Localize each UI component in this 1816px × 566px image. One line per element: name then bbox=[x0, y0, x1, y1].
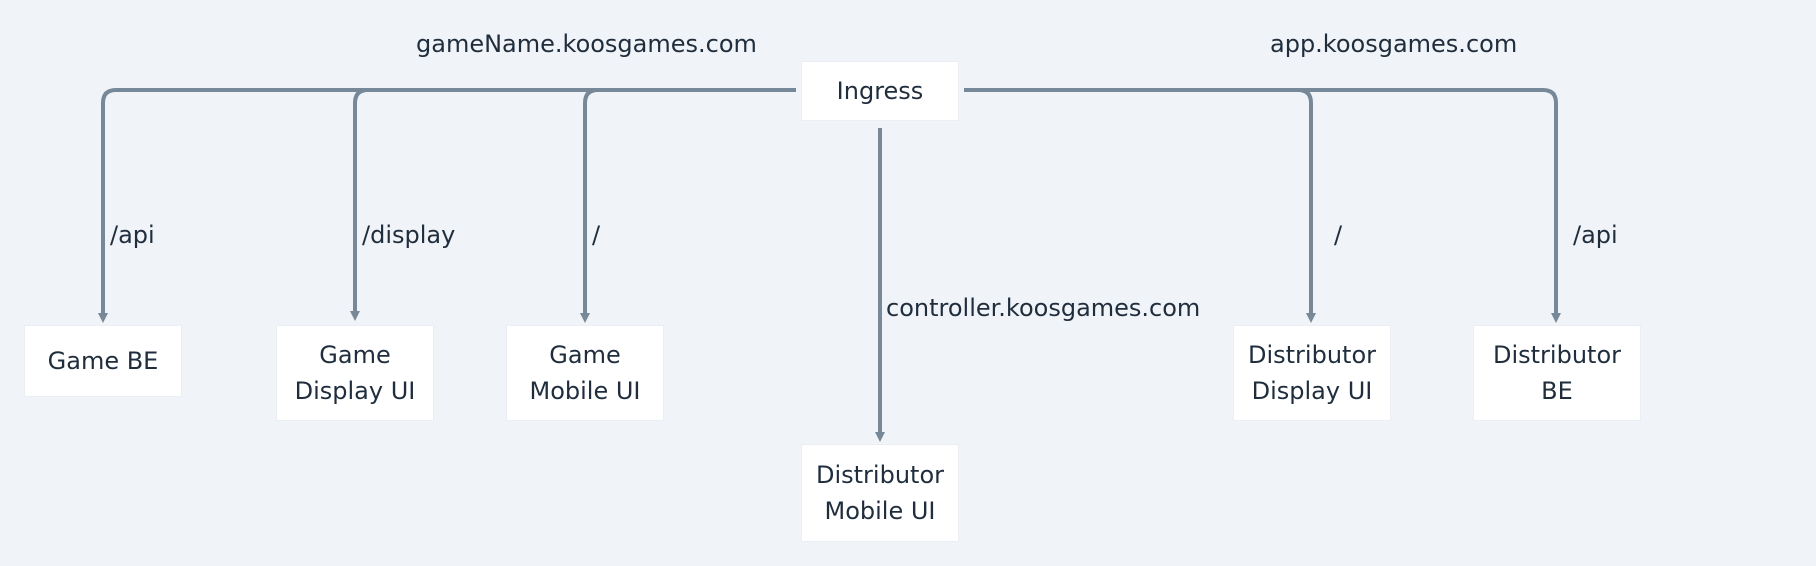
node-distributor-be-label: Distributor BE bbox=[1492, 341, 1621, 405]
node-game-be: Game BE bbox=[25, 326, 181, 396]
node-distributor-display-ui-label: Distributor Display UI bbox=[1247, 341, 1376, 405]
route-label-game-display: /display bbox=[362, 221, 456, 249]
node-distributor-mobile-ui: Distributor Mobile UI bbox=[802, 445, 958, 541]
node-game-be-label: Game BE bbox=[47, 347, 159, 375]
node-game-display-ui: Game Display UI bbox=[277, 326, 433, 420]
connector-ingress-distributor-display-ui bbox=[964, 88, 1316, 323]
node-distributor-display-ui: Distributor Display UI bbox=[1234, 326, 1390, 420]
route-label-game-api: /api bbox=[110, 221, 155, 249]
route-label-app-api: /api bbox=[1573, 221, 1618, 249]
connector-ingress-game-be bbox=[98, 88, 796, 323]
node-game-display-ui-label: Game Display UI bbox=[294, 341, 416, 405]
node-game-mobile-ui-label: Game Mobile UI bbox=[529, 341, 641, 405]
node-game-mobile-ui: Game Mobile UI bbox=[507, 326, 663, 420]
connector-ingress-game-display-ui bbox=[350, 88, 796, 321]
node-distributor-be: Distributor BE bbox=[1474, 326, 1640, 420]
node-distributor-mobile-ui-label: Distributor Mobile UI bbox=[815, 461, 944, 525]
connector-ingress-distributor-be bbox=[964, 88, 1561, 323]
route-label-app-root: / bbox=[1334, 221, 1343, 249]
controller-host-label: controller.koosgames.com bbox=[886, 294, 1201, 322]
connector-ingress-game-mobile-ui bbox=[580, 88, 796, 323]
game-host-label: gameName.koosgames.com bbox=[416, 30, 757, 58]
node-ingress: Ingress bbox=[802, 62, 958, 120]
route-label-game-root: / bbox=[592, 221, 601, 249]
node-ingress-label: Ingress bbox=[836, 77, 924, 105]
app-host-label: app.koosgames.com bbox=[1270, 30, 1518, 58]
